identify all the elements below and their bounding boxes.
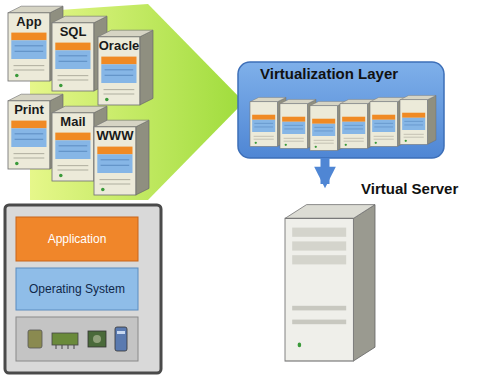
stack-layer: Application [16,217,138,261]
server-icon [94,120,149,195]
server-label: Mail [52,112,94,129]
server-node: Print [8,100,50,121]
server-node: Oracle [96,36,142,57]
application-layer [16,217,138,261]
server-label: WWW [93,126,137,143]
virtualization-layer: Virtualization Layer [238,62,444,158]
layer-label: Application [16,217,138,261]
stack-layer: Operating System [16,268,138,310]
server-node: SQL [52,22,94,43]
server-node: Mail [52,112,94,133]
os-layer [16,268,138,310]
layer-label: Operating System [16,268,138,310]
hardware-layer [16,317,138,361]
server-label: Oracle [96,36,142,53]
server-label: App [8,12,50,29]
virtual-machine-icon [400,95,436,144]
layer-title: Virtualization Layer [260,65,398,82]
hardware-icons [28,327,127,351]
flow-arrow [321,158,330,184]
server-node: WWW [93,126,137,147]
layer-panel [238,62,444,158]
server-label: SQL [52,22,94,39]
server-node: App [8,12,50,33]
server-title: Virtual Server [361,180,458,197]
server-label: Print [8,100,50,117]
stack-panel [5,205,161,373]
virtual-server: Virtual Server [285,180,480,361]
host-server [285,205,375,361]
